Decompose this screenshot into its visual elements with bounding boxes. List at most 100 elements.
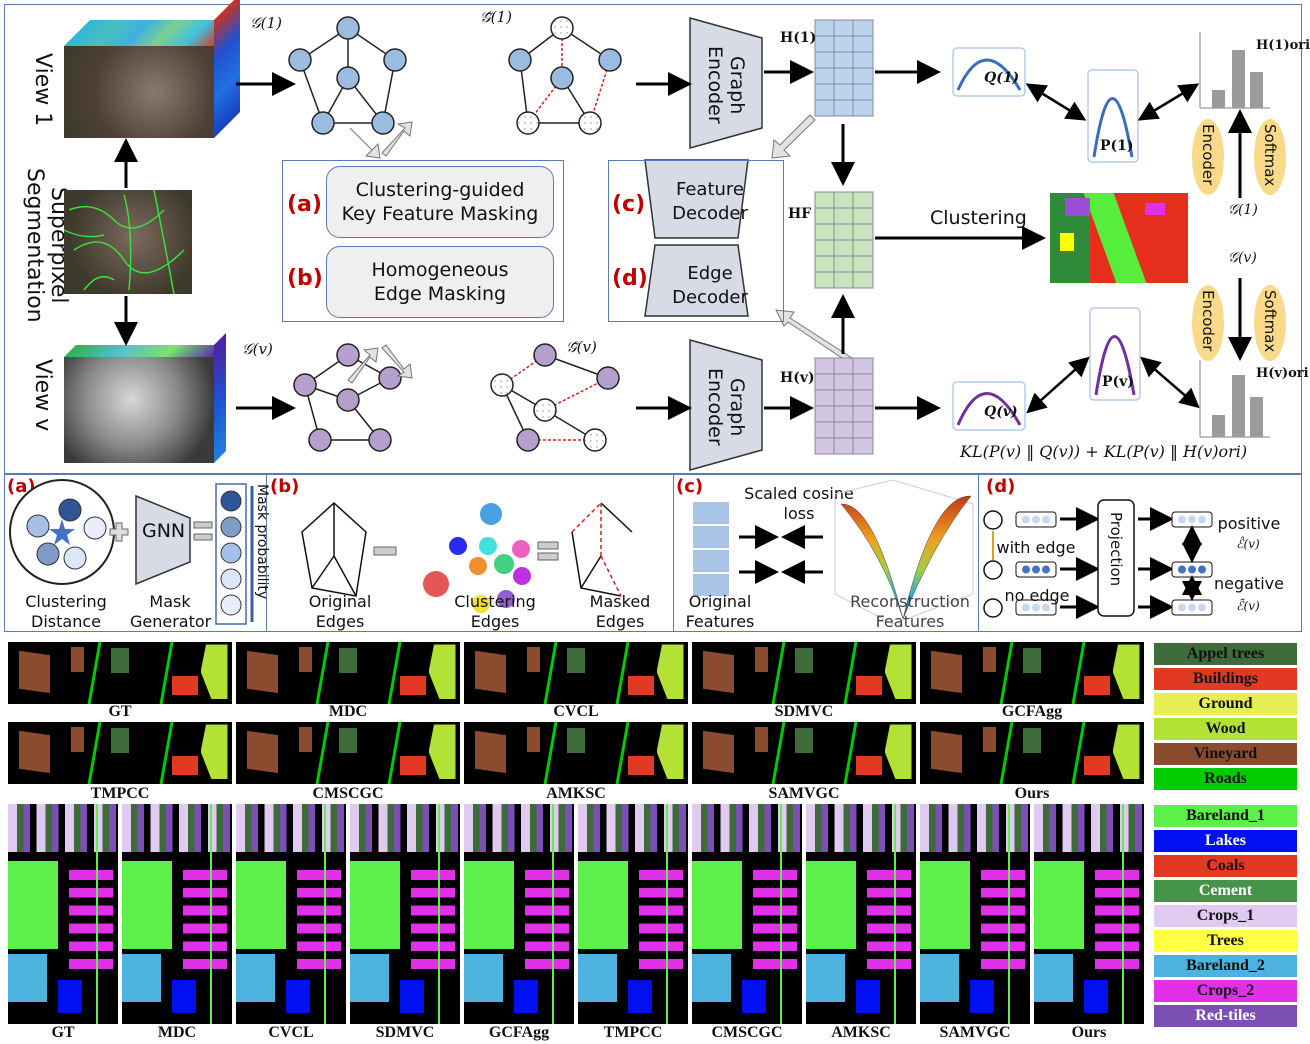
- trento-result-map: [920, 722, 1144, 784]
- clustering-result-map: [1050, 193, 1188, 283]
- graphv-masked: [490, 343, 620, 452]
- method-caption: CVCL: [553, 703, 599, 720]
- sub-d-diagram: [983, 499, 1213, 619]
- legend-item: Coals: [1154, 855, 1297, 877]
- trento-result-map: [464, 642, 688, 704]
- from-mask-box-arrow-2: [381, 344, 413, 379]
- softmax-label-v: Softmax: [1261, 290, 1279, 353]
- hv-tensor: [814, 357, 874, 455]
- masked-edges-label: Masked Edges: [589, 592, 651, 631]
- q1-label: Q(1): [984, 70, 1020, 86]
- houston-result-map: [122, 804, 232, 1024]
- trento-result-map: [236, 642, 460, 704]
- legend-item: Crops_2: [1154, 980, 1297, 1002]
- sub-panel-d: [978, 474, 1302, 632]
- graph-encoder-v-shape: [689, 339, 763, 471]
- pv-label: P(v): [1102, 374, 1134, 390]
- scaled-cosine-loss-label: Scaled cosine loss: [744, 484, 854, 523]
- hv-to-decoder-arrow: [775, 309, 853, 363]
- graph1-masked: [508, 16, 622, 135]
- top-panel: [4, 4, 1302, 474]
- positive-symbol: ℰ̂(v): [1236, 537, 1260, 551]
- method-caption: MDC: [157, 1024, 197, 1041]
- houston-result-map: [920, 804, 1030, 1024]
- method-caption: GT: [108, 703, 132, 720]
- legend-item: Bareland_1: [1154, 805, 1297, 827]
- method-caption: GCFAgg: [1001, 703, 1063, 720]
- sub-a-diagram: [9, 479, 254, 625]
- edge-decoder-shape: [644, 244, 749, 317]
- softmax-label-1: Softmax: [1261, 124, 1279, 187]
- method-caption: TMPCC: [90, 785, 150, 802]
- encoder-oval-1: [1192, 119, 1224, 195]
- legend-item: Trees: [1154, 930, 1297, 952]
- houston-result-map: [464, 804, 574, 1024]
- houston-result-map: [578, 804, 688, 1024]
- graphv-masked-label: 𝒢̃(v): [566, 338, 597, 356]
- graph1-label: 𝒢(1): [250, 14, 282, 32]
- decoder-c-tag: (c): [612, 192, 646, 217]
- legend-item: Vineyard: [1154, 743, 1297, 765]
- trento-result-map: [692, 722, 916, 784]
- homogeneous-edge-masking-box[interactable]: Homogeneous Edge Masking: [326, 246, 554, 318]
- trento-result-map: [920, 642, 1144, 704]
- graphv: [293, 343, 402, 452]
- q1-box: [952, 47, 1026, 97]
- edge-decoder-label: Edge Decoder: [672, 263, 748, 308]
- from-mask-box-arrow-1: [381, 121, 413, 157]
- to-mask-box-arrow-1: [349, 127, 381, 159]
- pv-box: [1089, 307, 1141, 401]
- softmax-oval-1: [1254, 119, 1286, 195]
- h1-label: H(1): [780, 30, 817, 46]
- method-caption: AMKSC: [546, 785, 606, 802]
- feature-decoder-label: Feature Decoder: [672, 179, 748, 224]
- view1-label: View 1: [30, 53, 55, 127]
- graph-encoder-1-shape: [689, 17, 763, 149]
- legend-item: Crops_1: [1154, 905, 1297, 927]
- houston-result-map: [8, 804, 118, 1024]
- mask-b-tag: (b): [287, 266, 323, 291]
- superpixel-image: [63, 189, 192, 295]
- trento-result-map: [236, 722, 460, 784]
- mask-probability-label: Mask probability: [254, 484, 270, 600]
- clustering-distance-label: Clustering Distance: [25, 592, 107, 631]
- clustering-guided-masking-box[interactable]: Clustering-guided Key Feature Masking: [326, 166, 554, 238]
- original-features-label: Original Features: [685, 592, 755, 631]
- with-edge-label: with edge: [996, 538, 1076, 557]
- legend-item: Buildings: [1154, 668, 1297, 690]
- encoder-label-1: Encoder: [1199, 124, 1217, 186]
- decoder-d-tag: (d): [612, 266, 648, 291]
- method-caption: CMSCGC: [711, 1024, 783, 1041]
- p1-label: P(1): [1100, 138, 1134, 154]
- legend-item: Lakes: [1154, 830, 1297, 852]
- houston-result-map: [806, 804, 916, 1024]
- negative-symbol: ℰ̃(v): [1236, 599, 1260, 613]
- method-caption: AMKSC: [831, 1024, 891, 1041]
- graph1: [288, 16, 407, 135]
- trento-result-map: [8, 722, 232, 784]
- sub-b-diagram: [301, 501, 633, 613]
- gv-right-label: 𝒢(v): [1228, 250, 1257, 266]
- method-caption: CVCL: [268, 1024, 314, 1041]
- hf-label: HF: [788, 206, 812, 222]
- h1-ori-label: H(1)ori: [1256, 38, 1310, 53]
- sub-c-tag: (c): [676, 476, 704, 497]
- masking-box: [282, 160, 564, 322]
- positive-label: positive: [1217, 514, 1281, 533]
- method-caption: TMPCC: [603, 1024, 663, 1041]
- graph-encoder-v-label: Graph Encoder: [704, 368, 748, 446]
- original-edges-label: Original Edges: [308, 592, 372, 631]
- hv-ori-histogram: [1199, 360, 1270, 438]
- legend-item: Bareland_2: [1154, 955, 1297, 977]
- h1-to-decoder-arrow: [771, 114, 816, 159]
- method-caption: SAMVGC: [768, 785, 840, 802]
- view1-hyperspectral-cube: [64, 0, 240, 138]
- viewv-image: [64, 333, 234, 463]
- encoder-label-v: Encoder: [1199, 290, 1217, 352]
- graph1-masked-label: 𝒢̃(1): [480, 8, 512, 26]
- houston-result-map: [236, 804, 346, 1024]
- qv-label: Q(v): [984, 404, 1018, 420]
- hf-tensor: [814, 191, 874, 289]
- legend-item: Appel trees: [1154, 643, 1297, 665]
- method-caption: CMSCGC: [312, 785, 384, 802]
